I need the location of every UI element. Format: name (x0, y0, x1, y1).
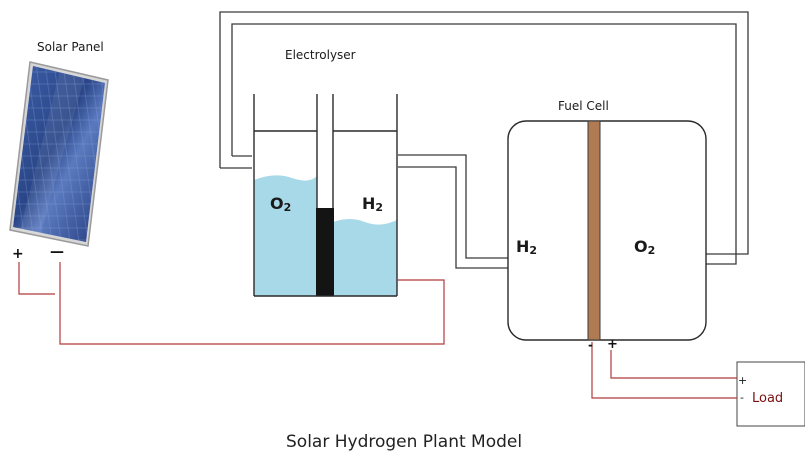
fuel-cell-minus: - (588, 338, 593, 352)
solar-panel-minus: — (50, 244, 64, 260)
load-box (736, 361, 805, 427)
solar-panel-plus: + (12, 246, 24, 262)
fuel-cell-h2-label: H2 (516, 237, 538, 257)
load-label: Load (752, 391, 784, 406)
electrolyser-h2-label: H2 (362, 194, 384, 214)
water-left (254, 175, 317, 296)
load-minus: - (740, 391, 744, 404)
circuit-wires (18, 262, 737, 399)
electrolyser (253, 94, 398, 297)
fuel-cell-o2-label: O2 (634, 237, 656, 257)
fuel-cell (507, 120, 707, 341)
fuel-cell-plus: + (607, 337, 618, 352)
solar-panel-label: Solar Panel (37, 40, 104, 54)
electrolyser-o2-label: O2 (270, 194, 292, 214)
fuel-cell-membrane (587, 120, 601, 341)
oxygen-pipe (219, 11, 749, 265)
water-right (333, 219, 397, 296)
electrolyser-label: Electrolyser (285, 48, 356, 62)
load-plus: + (738, 374, 748, 387)
diagram-caption: Solar Hydrogen Plant Model (286, 432, 523, 452)
electrolyser-membrane (316, 208, 334, 296)
hydrogen-pipe (398, 154, 508, 269)
fuel-cell-label: Fuel Cell (558, 99, 609, 113)
solar-panel (9, 61, 109, 247)
